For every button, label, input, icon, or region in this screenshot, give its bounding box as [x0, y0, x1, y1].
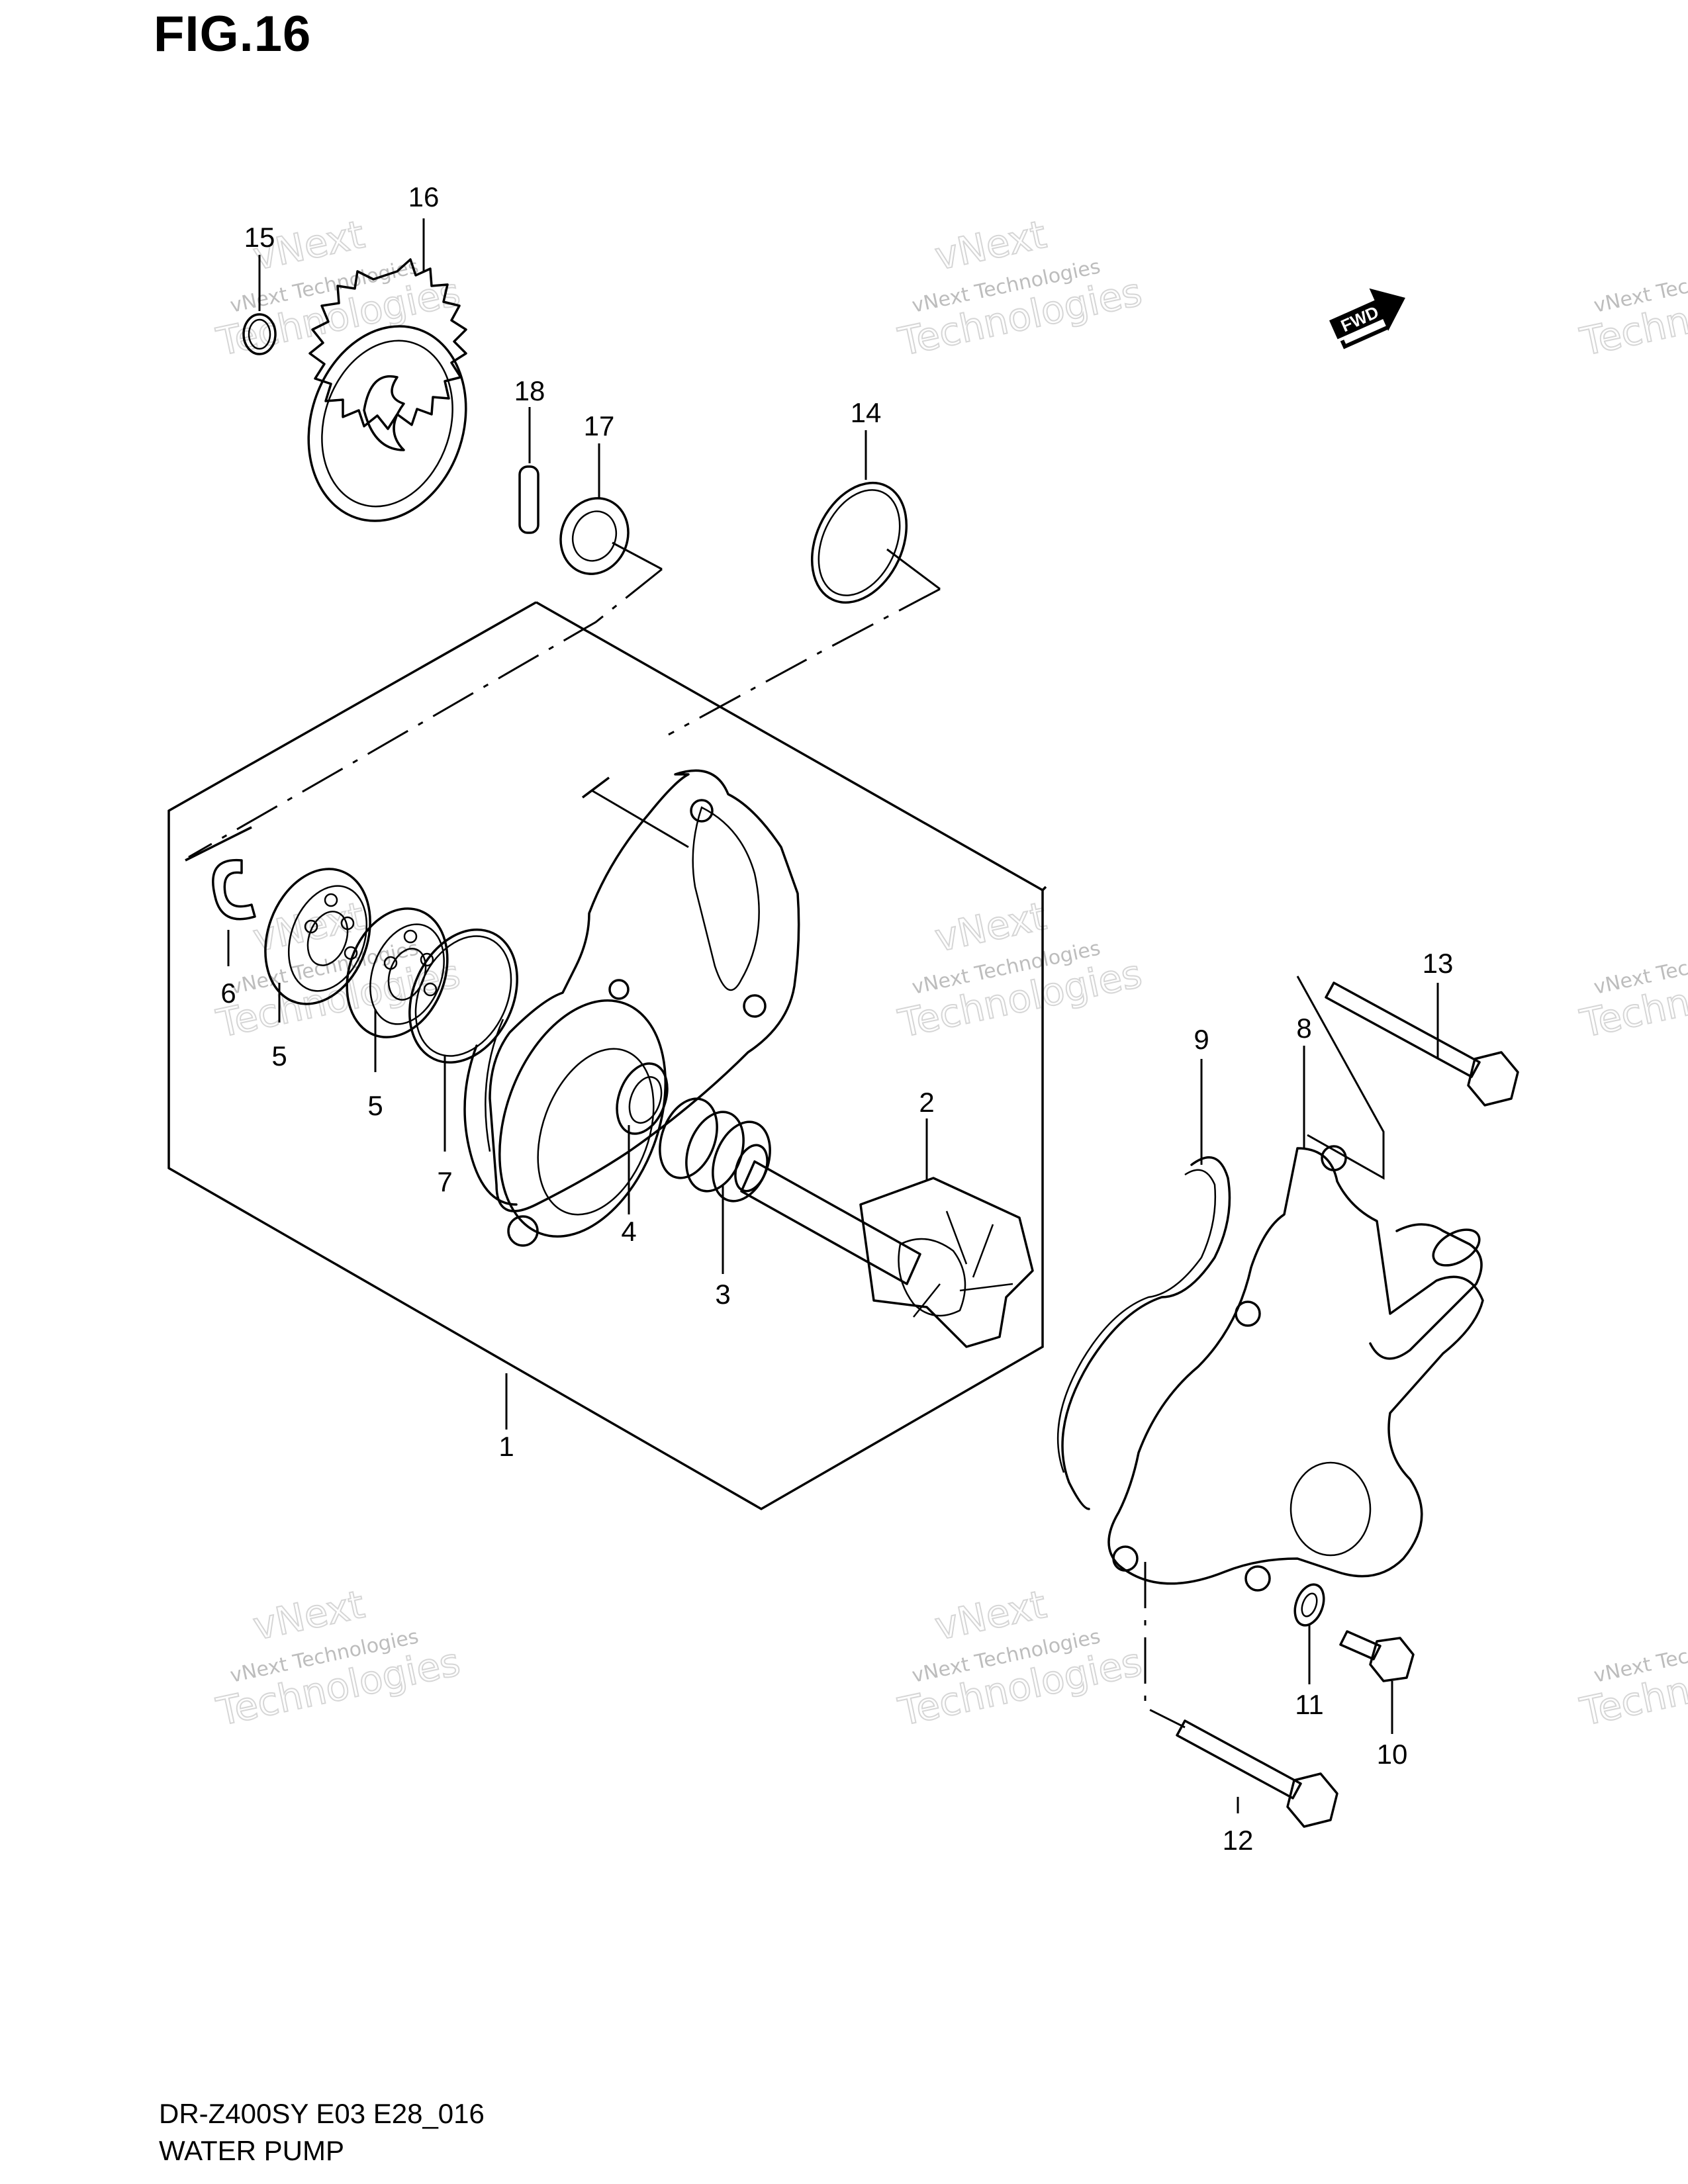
- callout-7: 7: [437, 1166, 452, 1197]
- callout-10: 10: [1377, 1739, 1408, 1770]
- impeller-part-2: [740, 1160, 1034, 1348]
- callout-3: 3: [715, 1279, 730, 1310]
- callout-18: 18: [514, 375, 545, 406]
- watermark-group: vNext vNext Technologies Technologies vN…: [212, 211, 1688, 1735]
- callout-13: 13: [1423, 948, 1454, 979]
- assembly-name: WATER PUMP: [159, 2135, 344, 2166]
- oil-seal-part-4: [616, 1062, 669, 1135]
- o-ring-part-7: [408, 928, 518, 1064]
- callout-8: 8: [1296, 1013, 1311, 1044]
- callout-14: 14: [851, 397, 882, 428]
- gear-part-16: [307, 258, 467, 522]
- pump-housing: [463, 769, 800, 1247]
- callout-2: 2: [919, 1087, 934, 1118]
- washer-part-11: [1293, 1583, 1325, 1627]
- bearing-part-5a: [264, 868, 371, 1005]
- alignment-lines: [188, 541, 1385, 1729]
- figure-title: FIG.16: [154, 6, 312, 62]
- o-ring-part-14: [810, 481, 908, 604]
- callout-9: 9: [1194, 1024, 1209, 1055]
- callout-numbers: 15 16 18 17 14 6 5 5 7 4 3 2 1 9 8 13 11…: [220, 181, 1453, 1856]
- callout-15: 15: [244, 222, 275, 253]
- pin-part-18: [518, 465, 539, 534]
- gasket-part-9: [1056, 1156, 1231, 1510]
- model-code: DR-Z400SY E03 E28_016: [159, 2098, 485, 2129]
- pump-cover-part-8: [1107, 1145, 1484, 1592]
- callout-11: 11: [1295, 1689, 1324, 1720]
- bolt-part-13: [1325, 981, 1519, 1107]
- callout-12: 12: [1223, 1825, 1254, 1856]
- bolt-part-10: [1339, 1630, 1415, 1682]
- callout-1: 1: [498, 1431, 514, 1462]
- leader-lines: [227, 218, 1439, 1813]
- forward-arrow-icon: FWD: [1329, 288, 1405, 349]
- callout-5b: 5: [367, 1090, 383, 1121]
- bolt-part-12: [1176, 1719, 1338, 1828]
- washer-part-17: [559, 497, 630, 575]
- callout-16: 16: [408, 181, 440, 212]
- e-clip-part-6: [212, 858, 256, 921]
- callout-5a: 5: [271, 1040, 287, 1071]
- callout-4: 4: [621, 1216, 636, 1247]
- mechanical-seal-part-3: [659, 1097, 771, 1203]
- callout-6: 6: [220, 978, 236, 1009]
- circlip-part-15: [242, 313, 277, 355]
- assembly-box: [167, 601, 1047, 1511]
- callout-17: 17: [584, 410, 615, 441]
